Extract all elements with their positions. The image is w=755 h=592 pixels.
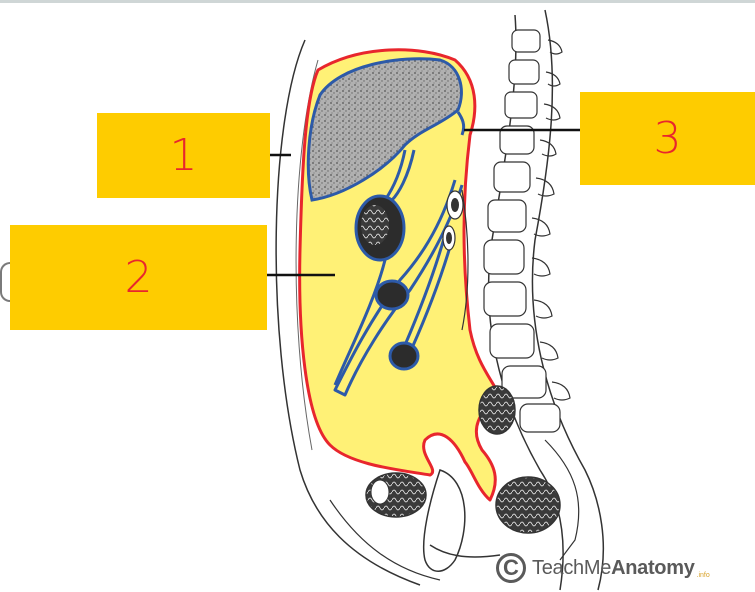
brand-light: TeachMe — [532, 556, 612, 579]
lower-skin-contour — [329, 499, 441, 581]
teachmeanatomy-watermark: C TeachMeAnatomy .info — [496, 548, 710, 588]
brand-suffix: .info — [696, 572, 710, 579]
pelvic-organs — [365, 385, 561, 572]
copyright-icon: C — [496, 553, 526, 583]
label-box-3[interactable]: 3 — [580, 92, 755, 185]
transverse-colon-section — [374, 279, 410, 311]
label-number-1: 1 — [169, 130, 198, 181]
label-number-3: 3 — [653, 113, 682, 164]
edge-bracket-fragment — [0, 262, 10, 302]
vertebral-column — [483, 9, 605, 591]
label-box-1[interactable]: 1 — [97, 113, 270, 198]
top-rule — [0, 0, 755, 3]
liver — [306, 57, 463, 202]
brand-bold: Anatomy — [611, 556, 695, 579]
small-intestine-section — [388, 341, 420, 371]
anterior-abdominal-wall — [275, 39, 421, 586]
label-box-2[interactable]: 2 — [10, 225, 267, 330]
copyright-symbol: C — [503, 555, 519, 580]
mesenteries — [333, 111, 466, 397]
watermark-brand: TeachMeAnatomy — [532, 557, 695, 580]
label-number-2: 2 — [124, 252, 153, 303]
